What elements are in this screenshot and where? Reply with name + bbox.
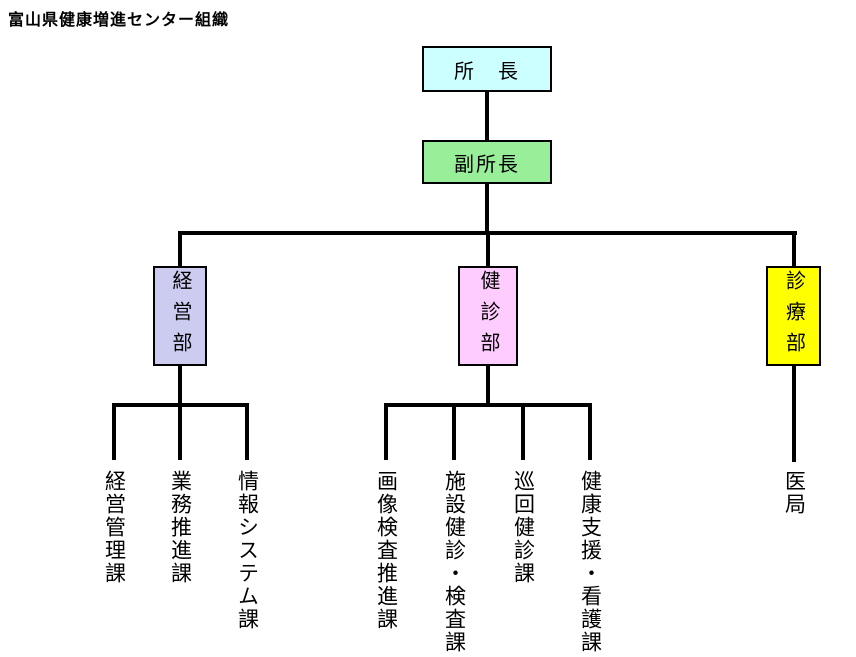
- section-business-promotion: 業務推進課: [168, 470, 192, 585]
- connector-drop-shinryo: [792, 231, 796, 266]
- connector-drop-kenshin-section-1: [384, 403, 388, 460]
- connector-drop-kenshin-section-4: [588, 403, 592, 460]
- node-dept-management-label: 経営部: [169, 269, 191, 363]
- section-facility-checkup-exam: 施設健診・検査課: [442, 470, 466, 654]
- connector-director-deputy: [485, 92, 489, 140]
- section-image-exam-promotion: 画像検査推進課: [374, 470, 398, 631]
- connector-drop-kenshin-section-3: [521, 403, 525, 460]
- connector-deputy-trunk: [485, 184, 489, 231]
- section-medical-office: 医局: [782, 470, 806, 516]
- section-health-support-nursing: 健康支援・看護課: [578, 470, 602, 654]
- node-director: 所 長: [422, 46, 552, 92]
- node-director-label: 所 長: [454, 60, 520, 83]
- connector-keiei-trunk: [178, 366, 182, 403]
- page-title: 富山県健康増進センター組織: [8, 12, 230, 29]
- section-management-admin: 経営管理課: [102, 470, 126, 585]
- node-deputy-director: 副所長: [422, 140, 552, 184]
- connector-kenshin-trunk: [486, 366, 490, 403]
- node-dept-medical-label: 診療部: [782, 269, 805, 363]
- connector-drop-keiei-section-2: [178, 403, 182, 460]
- node-dept-medical: 診療部: [766, 266, 821, 366]
- section-information-systems: 情報システム課: [235, 470, 259, 631]
- connector-drop-kenshin: [486, 231, 490, 266]
- node-dept-management: 経営部: [153, 266, 207, 366]
- node-dept-checkup-label: 健診部: [477, 269, 499, 363]
- connector-drop-kenshin-section-2: [452, 403, 456, 460]
- node-dept-checkup: 健診部: [458, 266, 518, 366]
- section-mobile-checkup: 巡回健診課: [511, 470, 535, 585]
- connector-drop-keiei: [178, 231, 182, 266]
- connector-drop-keiei-section-1: [112, 403, 116, 460]
- connector-drop-keiei-section-3: [245, 403, 249, 460]
- connector-kenshin-bar: [384, 403, 592, 407]
- connector-shinryo-drop: [792, 366, 796, 462]
- node-deputy-director-label: 副所長: [454, 153, 520, 176]
